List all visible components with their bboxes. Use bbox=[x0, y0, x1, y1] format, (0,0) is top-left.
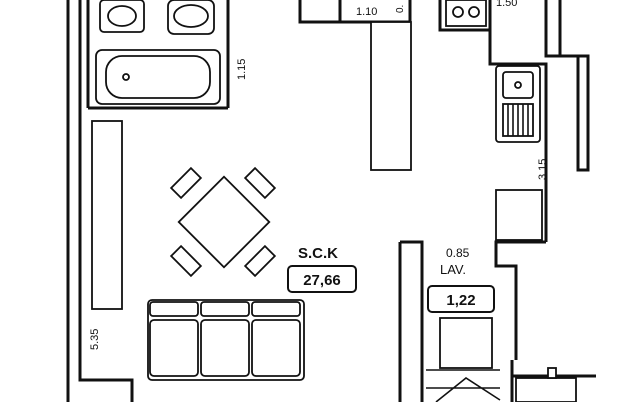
sofa bbox=[147, 299, 305, 381]
fridge-fixture bbox=[495, 189, 543, 241]
top-width-2-label: 1.50 bbox=[496, 0, 517, 9]
top-cut-label: 0. bbox=[395, 5, 406, 13]
laundry-room-code: LAV. bbox=[440, 262, 466, 277]
kitchen-length-label: 3.15 bbox=[537, 159, 549, 180]
top-width-label: 1.10 bbox=[356, 6, 377, 18]
bath-depth-label: 1.15 bbox=[236, 59, 248, 80]
tv-unit bbox=[91, 120, 123, 310]
living-area-box bbox=[287, 265, 357, 293]
kitchen-counter bbox=[370, 21, 412, 171]
kitchen-sink-fixture bbox=[495, 65, 541, 143]
bathtub-fixture bbox=[95, 49, 221, 105]
toilet-fixture bbox=[99, 0, 145, 33]
stove-fixture bbox=[445, 0, 487, 27]
sink-fixture bbox=[167, 0, 215, 35]
living-room-area: 27,66 bbox=[303, 272, 341, 289]
living-room-code: S.C.K bbox=[298, 245, 338, 262]
dining-table bbox=[169, 166, 277, 278]
laundry-area-box bbox=[427, 285, 495, 313]
laundry-unit bbox=[439, 317, 493, 369]
stair-detail bbox=[426, 367, 577, 402]
laundry-width-label: 0.85 bbox=[446, 246, 470, 260]
outer-walls bbox=[66, 0, 596, 402]
living-length-label: 5.35 bbox=[89, 329, 101, 350]
laundry-room-area: 1,22 bbox=[446, 292, 475, 309]
